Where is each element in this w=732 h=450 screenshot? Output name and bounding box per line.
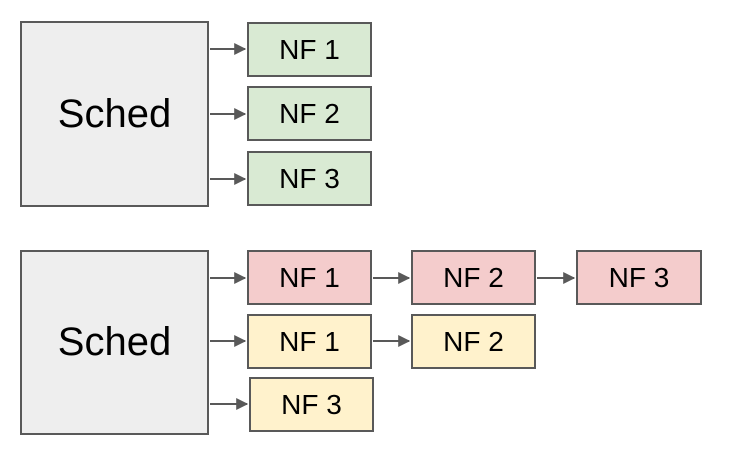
bottom-sched-box: Sched [20,250,209,435]
top-sched-label: Sched [57,91,172,136]
bottom-row2-nf-box-2: NF 2 [411,314,536,369]
bottom-row2-nf-box-1: NF 1 [247,314,372,369]
nf-label: NF 3 [281,388,342,420]
nf-label: NF 1 [279,33,340,65]
top-nf-box-2: NF 2 [247,86,372,141]
nf-label: NF 1 [279,325,340,357]
top-sched-box: Sched [20,21,209,207]
bottom-row1-nf-box-1: NF 1 [247,250,372,305]
top-nf-box-3: NF 3 [247,151,372,206]
nf-label: NF 3 [279,162,340,194]
bottom-row3-nf-box-1: NF 3 [249,377,374,432]
nf-label: NF 2 [279,97,340,129]
nf-label: NF 2 [443,325,504,357]
bottom-sched-label: Sched [57,320,172,364]
top-nf-box-1: NF 1 [247,22,372,77]
bottom-row1-nf-box-2: NF 2 [411,250,536,305]
nf-label: NF 1 [279,261,340,293]
bottom-row1-nf-box-3: NF 3 [576,250,702,305]
nf-label: NF 3 [608,261,670,293]
nf-label: NF 2 [443,261,504,293]
